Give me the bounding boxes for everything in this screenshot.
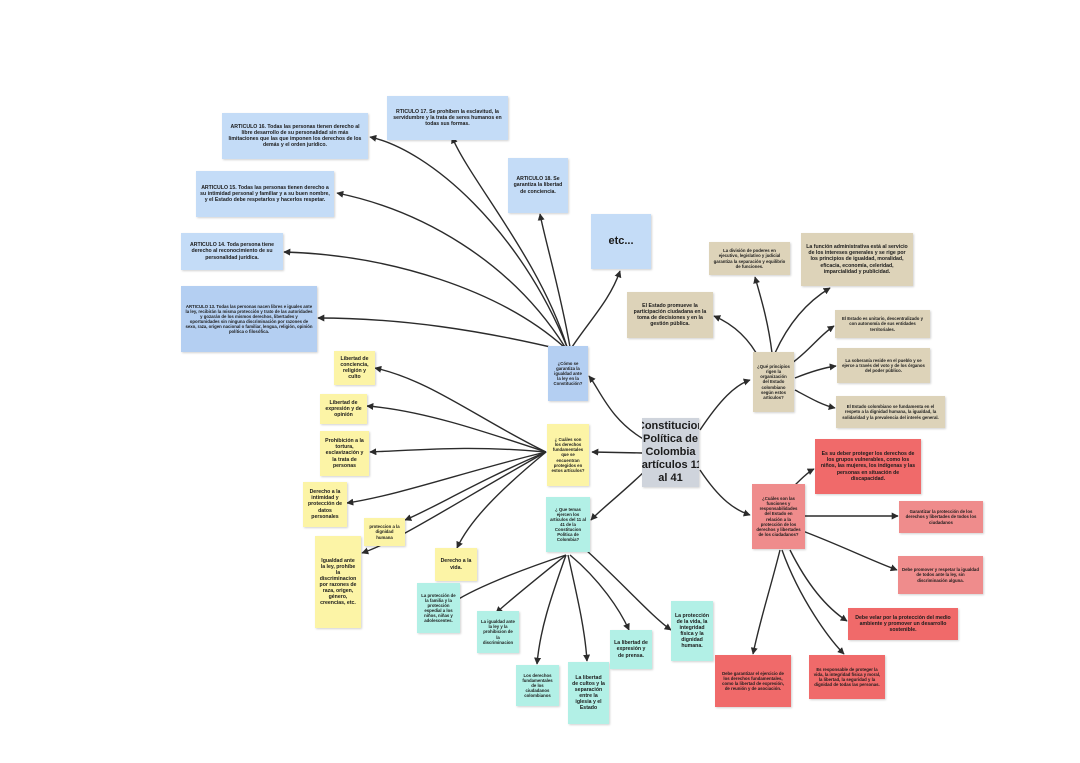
link-garantiza-a16 <box>369 134 568 348</box>
link-garantiza-a15 <box>336 190 566 348</box>
link-center-q-principios <box>699 378 751 431</box>
link-ejercer-vida <box>574 539 672 631</box>
principle-soberania[interactable]: La soberanía reside en el pueblo y se ej… <box>837 348 930 383</box>
link-derechos-prohibicion <box>369 447 547 456</box>
link-funciones-ambiente <box>789 549 848 622</box>
right-dignidad-humana[interactable]: proteccion a la dignidad humana <box>364 518 405 546</box>
theme-igualdad-ley[interactable]: La igualdad ante la ley y la prohibicion… <box>477 611 519 653</box>
article-17[interactable]: RTICULO 17. Se prohíben la esclavitud, l… <box>387 96 508 140</box>
function-promover-igualdad[interactable]: Debe promover y respetar la igualdad de … <box>898 556 983 594</box>
question-garantiza-igualdad[interactable]: ¿Cómo se garantiza la igualdad ante la l… <box>548 346 588 401</box>
link-center-q-derechos <box>591 448 643 456</box>
link-principios-unitario <box>791 325 835 364</box>
link-garantiza-a17 <box>451 136 568 348</box>
principle-dignidad[interactable]: El Estado colombiano se fundamenta en el… <box>836 396 945 428</box>
link-derechos-igualdad <box>361 451 547 555</box>
question-temas-articulos[interactable]: ¿ Que temas ejercen los artículos del 11… <box>546 497 590 552</box>
link-funciones-promover <box>799 529 898 572</box>
question-funciones-estado[interactable]: ¿Cuáles son las funciones y responsabili… <box>752 484 805 549</box>
etc-node[interactable]: etc... <box>591 214 651 269</box>
link-center-q-funciones <box>699 469 751 517</box>
principle-division-poderes[interactable]: La división de poderes en ejecutivo, leg… <box>709 242 790 275</box>
link-funciones-ejercicio <box>750 549 781 655</box>
link-derechos-dignidad <box>404 451 547 521</box>
link-derechos-intimidad <box>346 451 547 506</box>
function-ejercicio-derechos[interactable]: Debe garantizar el ejercicio de los dere… <box>715 655 791 707</box>
link-garantiza-etc <box>571 270 622 348</box>
link-principios-soberania <box>794 363 837 379</box>
link-funciones-vida <box>781 549 845 655</box>
link-ejercer-fundamentales <box>534 554 567 665</box>
function-garantizar-proteccion[interactable]: Garantizar la protección de los derechos… <box>899 501 983 533</box>
right-libertad-conciencia[interactable]: Libertad de conciencia, religión y culto <box>334 351 375 385</box>
central-topic[interactable]: Constitucion Política de Colombia ,artíc… <box>642 418 699 487</box>
link-derechos-conciencia <box>374 365 547 453</box>
article-15[interactable]: ARTICULO 15. Todas las personas tienen d… <box>196 171 334 217</box>
function-grupos-vulnerables[interactable]: Es su deber proteger los derechos de los… <box>815 439 921 494</box>
link-ejercer-cultos <box>567 554 591 662</box>
link-garantiza-a13 <box>317 314 564 351</box>
theme-proteccion-vida[interactable]: La protección de la vida, la integridad … <box>671 601 713 661</box>
link-garantiza-a14 <box>283 248 565 348</box>
right-igualdad-ley[interactable]: Igualdad ante la ley, prohíbe la discrim… <box>315 536 361 628</box>
function-proteger-vida[interactable]: Es responsable de proteger la vida, la i… <box>809 655 885 699</box>
link-ejercer-igualdad <box>495 554 567 614</box>
link-principios-administrativa <box>774 287 831 354</box>
principle-participacion[interactable]: El Estado promueve la participación ciud… <box>627 292 713 338</box>
link-derechos-vida <box>456 451 547 549</box>
link-center-q-garantiza <box>588 375 646 441</box>
article-16[interactable]: ARTICULO 16. Todas las personas tienen d… <box>222 113 368 159</box>
theme-libertad-prensa[interactable]: La libertad de expresión y de prensa. <box>610 630 652 669</box>
article-13[interactable]: ARTICULO 13. Todas las personas nacen li… <box>181 286 317 352</box>
question-principios-estado[interactable]: ¿Qué principios rigen la organización de… <box>753 352 794 412</box>
theme-derechos-fundamentales[interactable]: Los derechos fundamentales de los ciudad… <box>516 665 559 706</box>
right-libertad-expresion[interactable]: Libertad de expresión y de opinión <box>320 394 367 424</box>
link-ejercer-prensa <box>569 554 630 631</box>
link-garantiza-a18 <box>537 213 571 348</box>
right-intimidad-datos[interactable]: Derecho a la intimidad y protección de d… <box>303 482 347 527</box>
link-principios-dignidad <box>794 389 836 410</box>
function-medio-ambiente[interactable]: Debe velar por la protección del medio a… <box>848 608 958 640</box>
article-18[interactable]: ARTICULO 18. Se garantiza la libertad de… <box>508 158 568 213</box>
link-center-q-ejercer <box>590 469 647 521</box>
link-derechos-expresion <box>366 402 547 453</box>
theme-libertad-cultos[interactable]: La libertad de cultos y la separación en… <box>568 662 609 724</box>
question-derechos-fundamentales[interactable]: ¿ Cuáles son los derechos fundamentales … <box>547 424 589 486</box>
theme-proteccion-familia[interactable]: La protección de la familia y la protecc… <box>417 583 460 633</box>
principle-estado-unitario[interactable]: El Estado es unitario, descentralizado y… <box>835 310 930 338</box>
link-principios-division <box>753 276 773 354</box>
right-prohibicion-tortura[interactable]: Prohibición a la tortura, esclavización … <box>320 431 369 476</box>
article-14[interactable]: ARTICULO 14. Toda persona tiene derecho … <box>181 233 283 270</box>
right-derecho-vida[interactable]: Derecho a la vida. <box>435 548 477 581</box>
principle-funcion-administrativa[interactable]: La función administrativa está al servic… <box>801 233 913 286</box>
